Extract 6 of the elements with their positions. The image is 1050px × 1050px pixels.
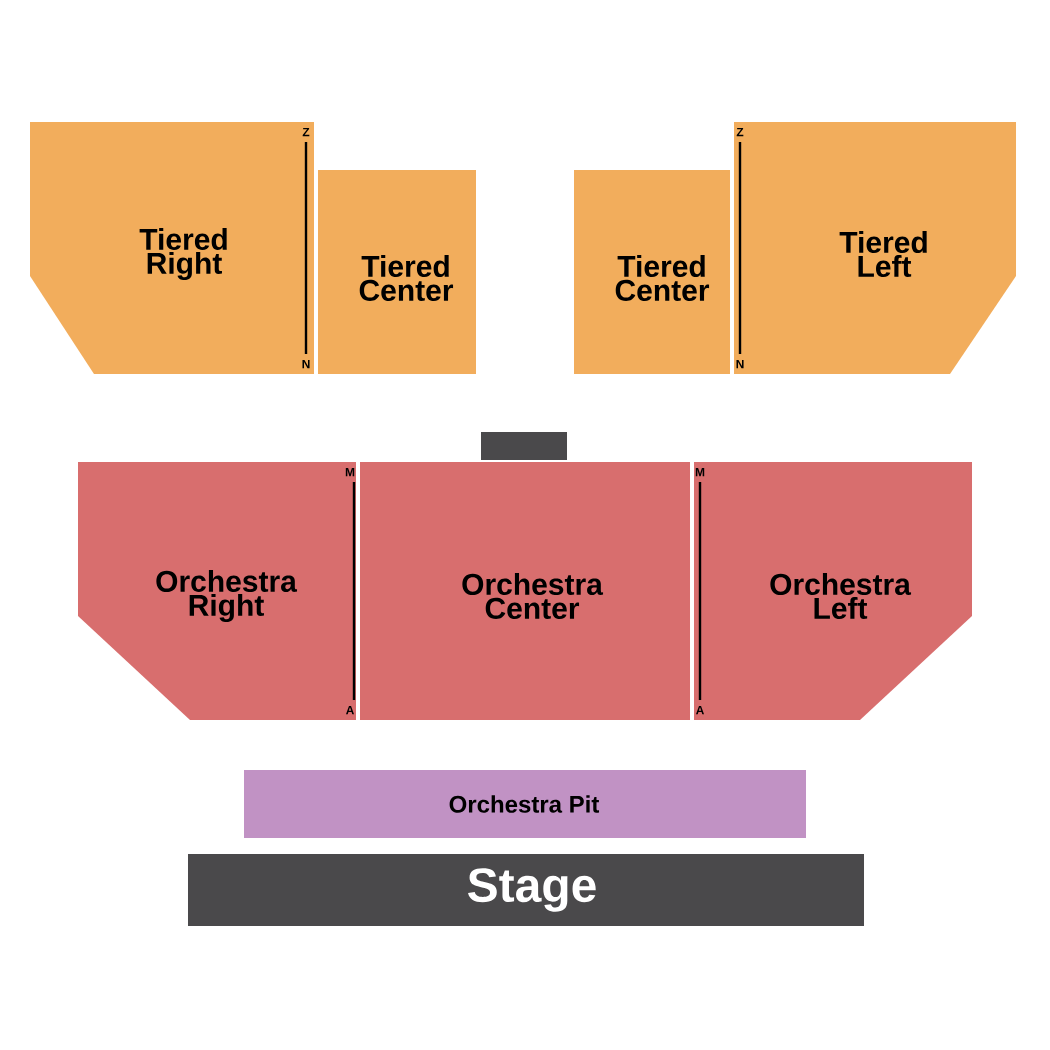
seating-section: Tiered Center [574,170,730,374]
pit-area: Orchestra Pit [244,770,806,838]
seating-section: Orchestra Center [360,462,690,720]
stage-area: Stage [188,854,864,926]
seating-section: Tiered Center [318,170,476,374]
booth-box [481,432,567,460]
